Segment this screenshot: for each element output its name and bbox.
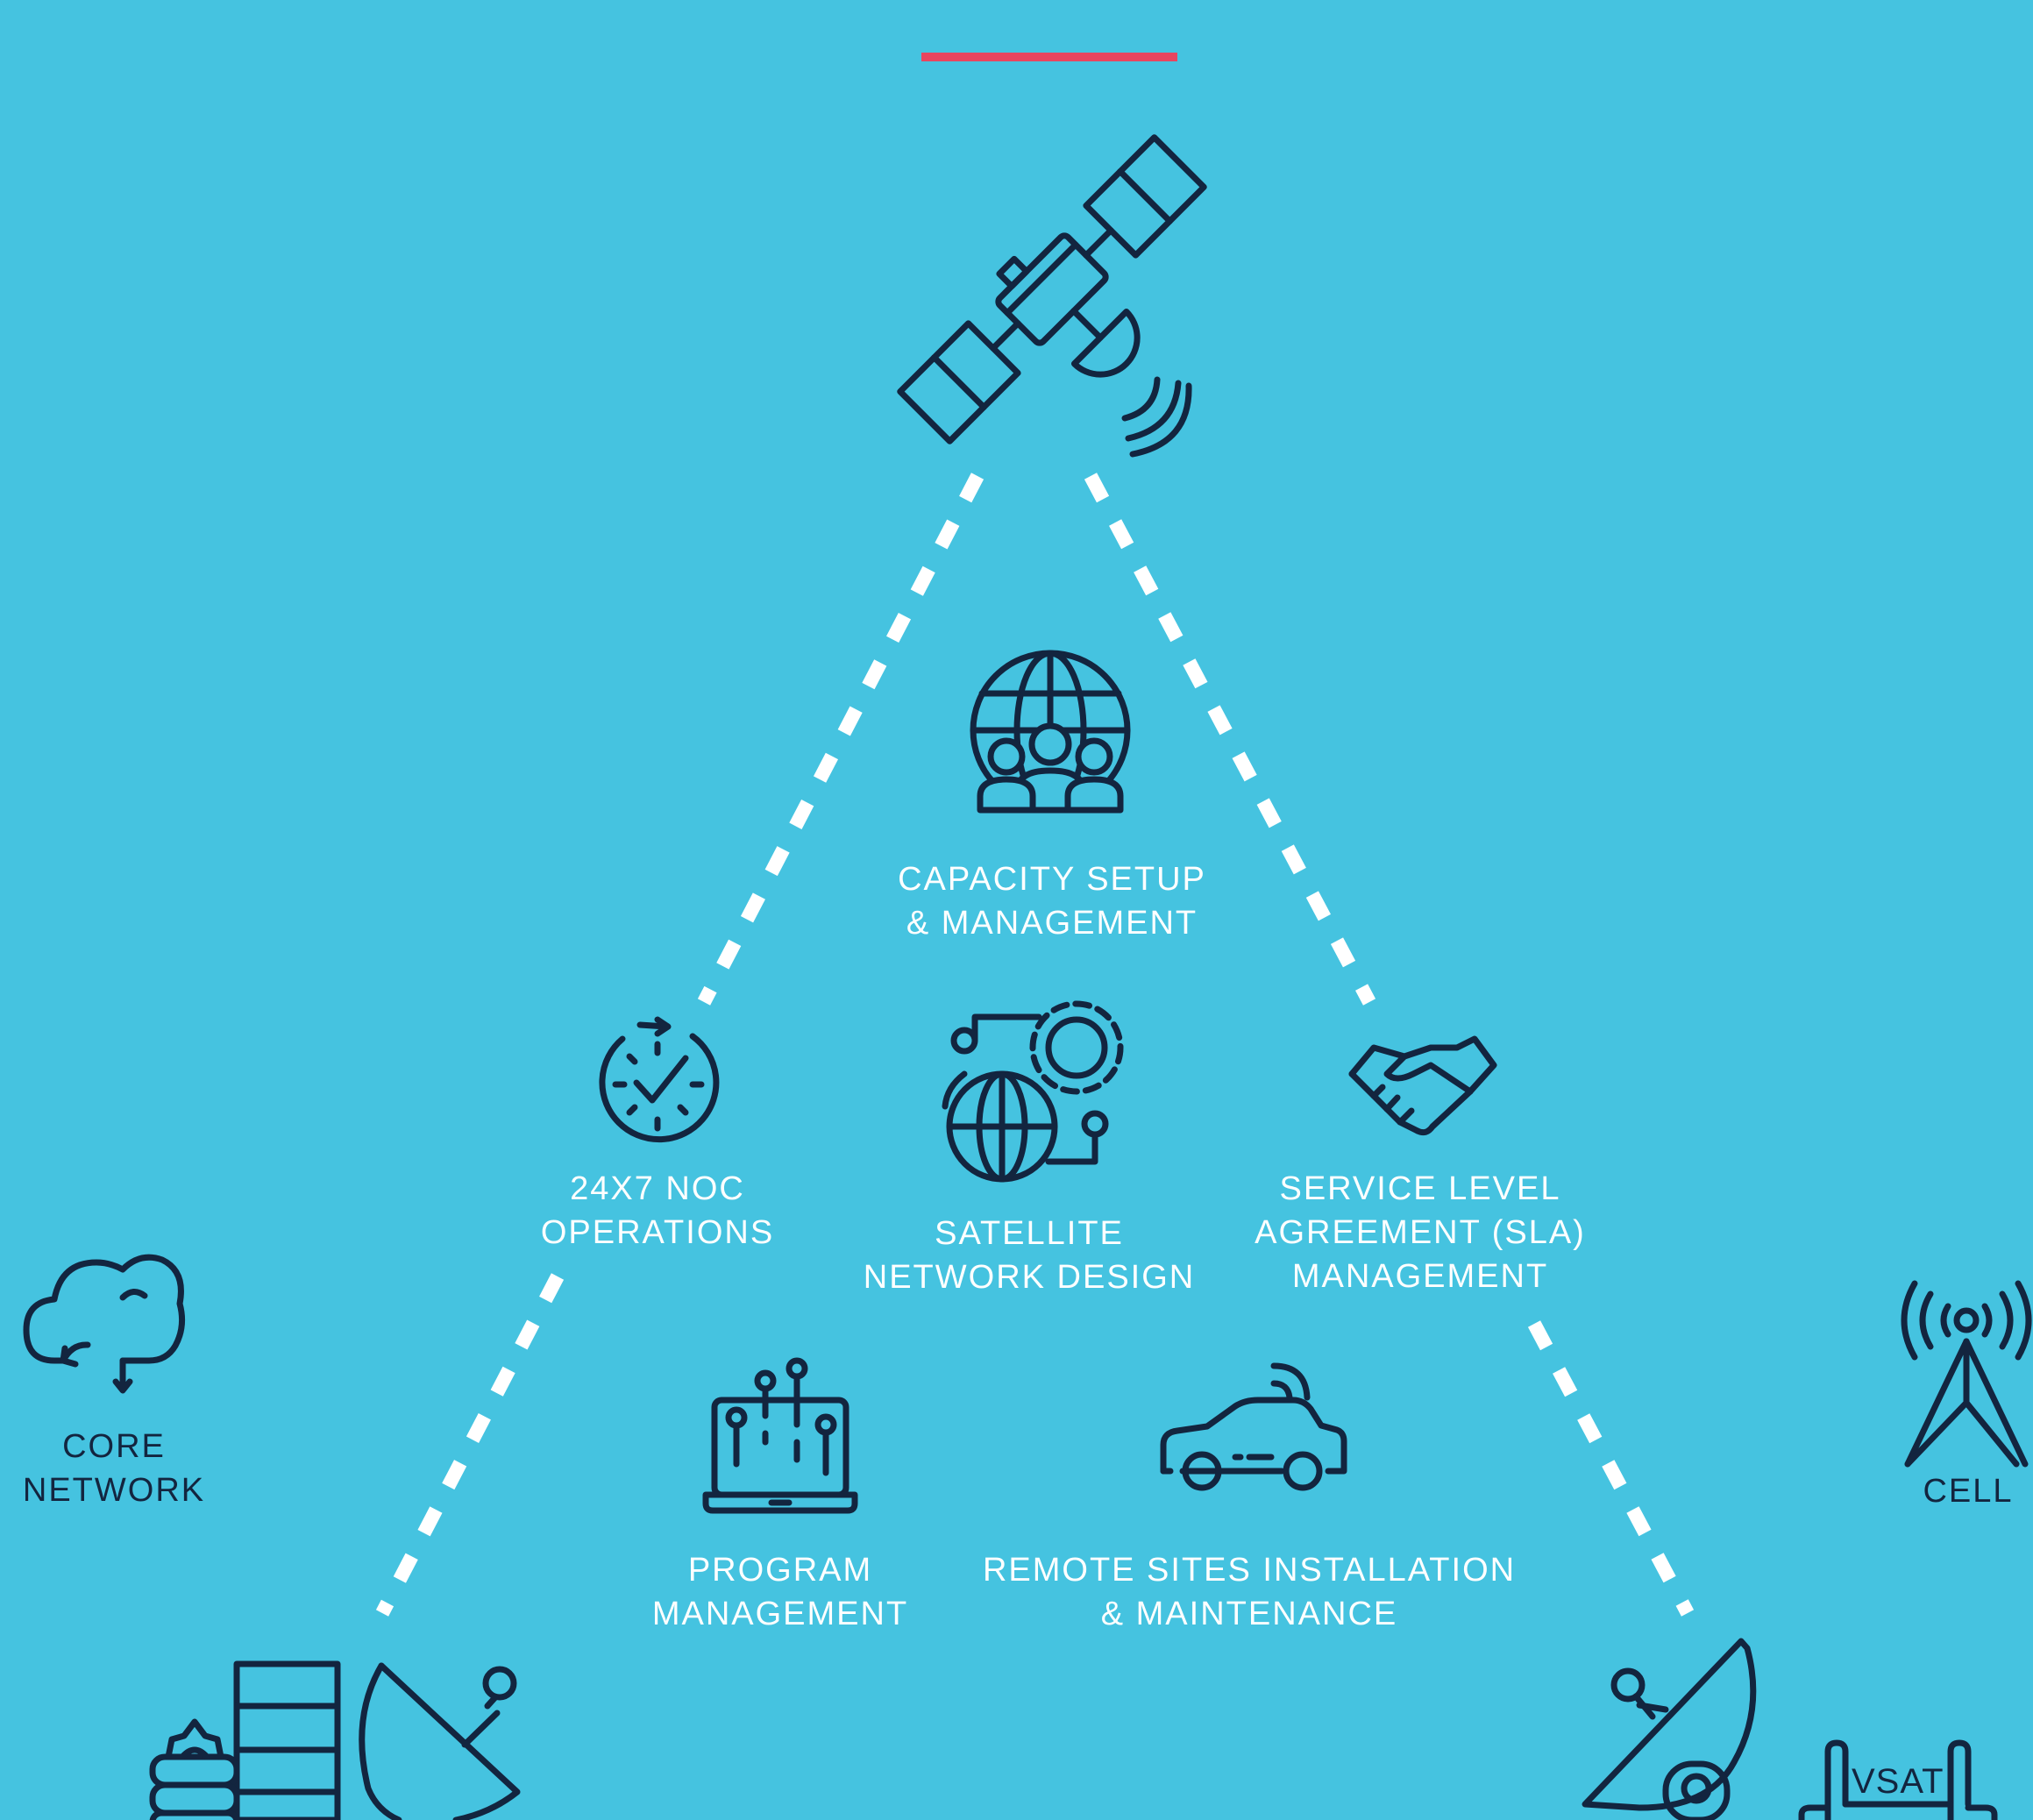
globe-gear-network-icon: [942, 1000, 1124, 1183]
label-remote-sites: REMOTE SITES INSTALLATION & MAINTENANCE: [973, 1548, 1525, 1636]
label-vsat: VSAT: [1852, 1762, 1944, 1801]
label-capacity-setup: CAPACITY SETUP & MANAGEMENT: [894, 857, 1210, 945]
label-line: CAPACITY SETUP: [898, 861, 1206, 898]
label-line: SATELLITE: [935, 1215, 1124, 1252]
label-line: MANAGEMENT: [651, 1596, 909, 1632]
ground-dish-right-icon: [1582, 1638, 1757, 1820]
label-line: SERVICE LEVEL: [1279, 1170, 1561, 1207]
label-line: 24X7 NOC: [570, 1170, 745, 1207]
label-line: & MAINTENANCE: [1100, 1596, 1398, 1632]
label-line: REMOTE SITES INSTALLATION: [982, 1552, 1517, 1589]
satellite-icon: [897, 134, 1207, 458]
link-left-upper: [697, 473, 985, 1006]
label-line: PROGRAM: [687, 1552, 873, 1589]
label-sla-management: SERVICE LEVEL AGREEMENT (SLA) MANAGEMENT: [1236, 1167, 1604, 1298]
globe-team-icon: [970, 650, 1131, 814]
label-line: NETWORK: [22, 1472, 206, 1509]
vsat-terminal-icon: [1798, 1739, 1998, 1820]
cell-tower-icon: [1901, 1280, 2032, 1468]
label-core-network: CORE NETWORK: [9, 1425, 219, 1512]
label-program-management: PROGRAM MANAGEMENT: [631, 1548, 929, 1636]
link-right-lower: [1527, 1320, 1695, 1617]
label-satellite-network-design: SATELLITE NETWORK DESIGN: [854, 1212, 1205, 1299]
ground-dish-left-icon: [359, 1662, 521, 1820]
label-cell: CELL: [1907, 1469, 2029, 1513]
link-left-lower: [375, 1273, 565, 1617]
label-noc-operations: 24X7 NOC OPERATIONS: [526, 1167, 789, 1255]
connected-car-icon: [1160, 1362, 1347, 1491]
link-lines: [375, 473, 1695, 1617]
laptop-circuit-icon: [702, 1357, 858, 1514]
label-line: CELL: [1923, 1473, 2014, 1510]
stopwatch-check-icon: [599, 1016, 720, 1143]
label-line: CORE: [62, 1428, 166, 1465]
handshake-icon: [1348, 1035, 1497, 1136]
label-line: NETWORK DESIGN: [863, 1259, 1196, 1296]
gateway-servers-icon: [149, 1660, 341, 1820]
label-line: & MANAGEMENT: [906, 905, 1198, 942]
accent-bar: [921, 53, 1177, 61]
label-line: OPERATIONS: [540, 1214, 775, 1251]
cloud-icon: [23, 1254, 186, 1394]
label-line: AGREEMENT (SLA): [1255, 1214, 1586, 1251]
link-right-upper: [1084, 473, 1376, 1006]
label-line: MANAGEMENT: [1291, 1258, 1549, 1295]
